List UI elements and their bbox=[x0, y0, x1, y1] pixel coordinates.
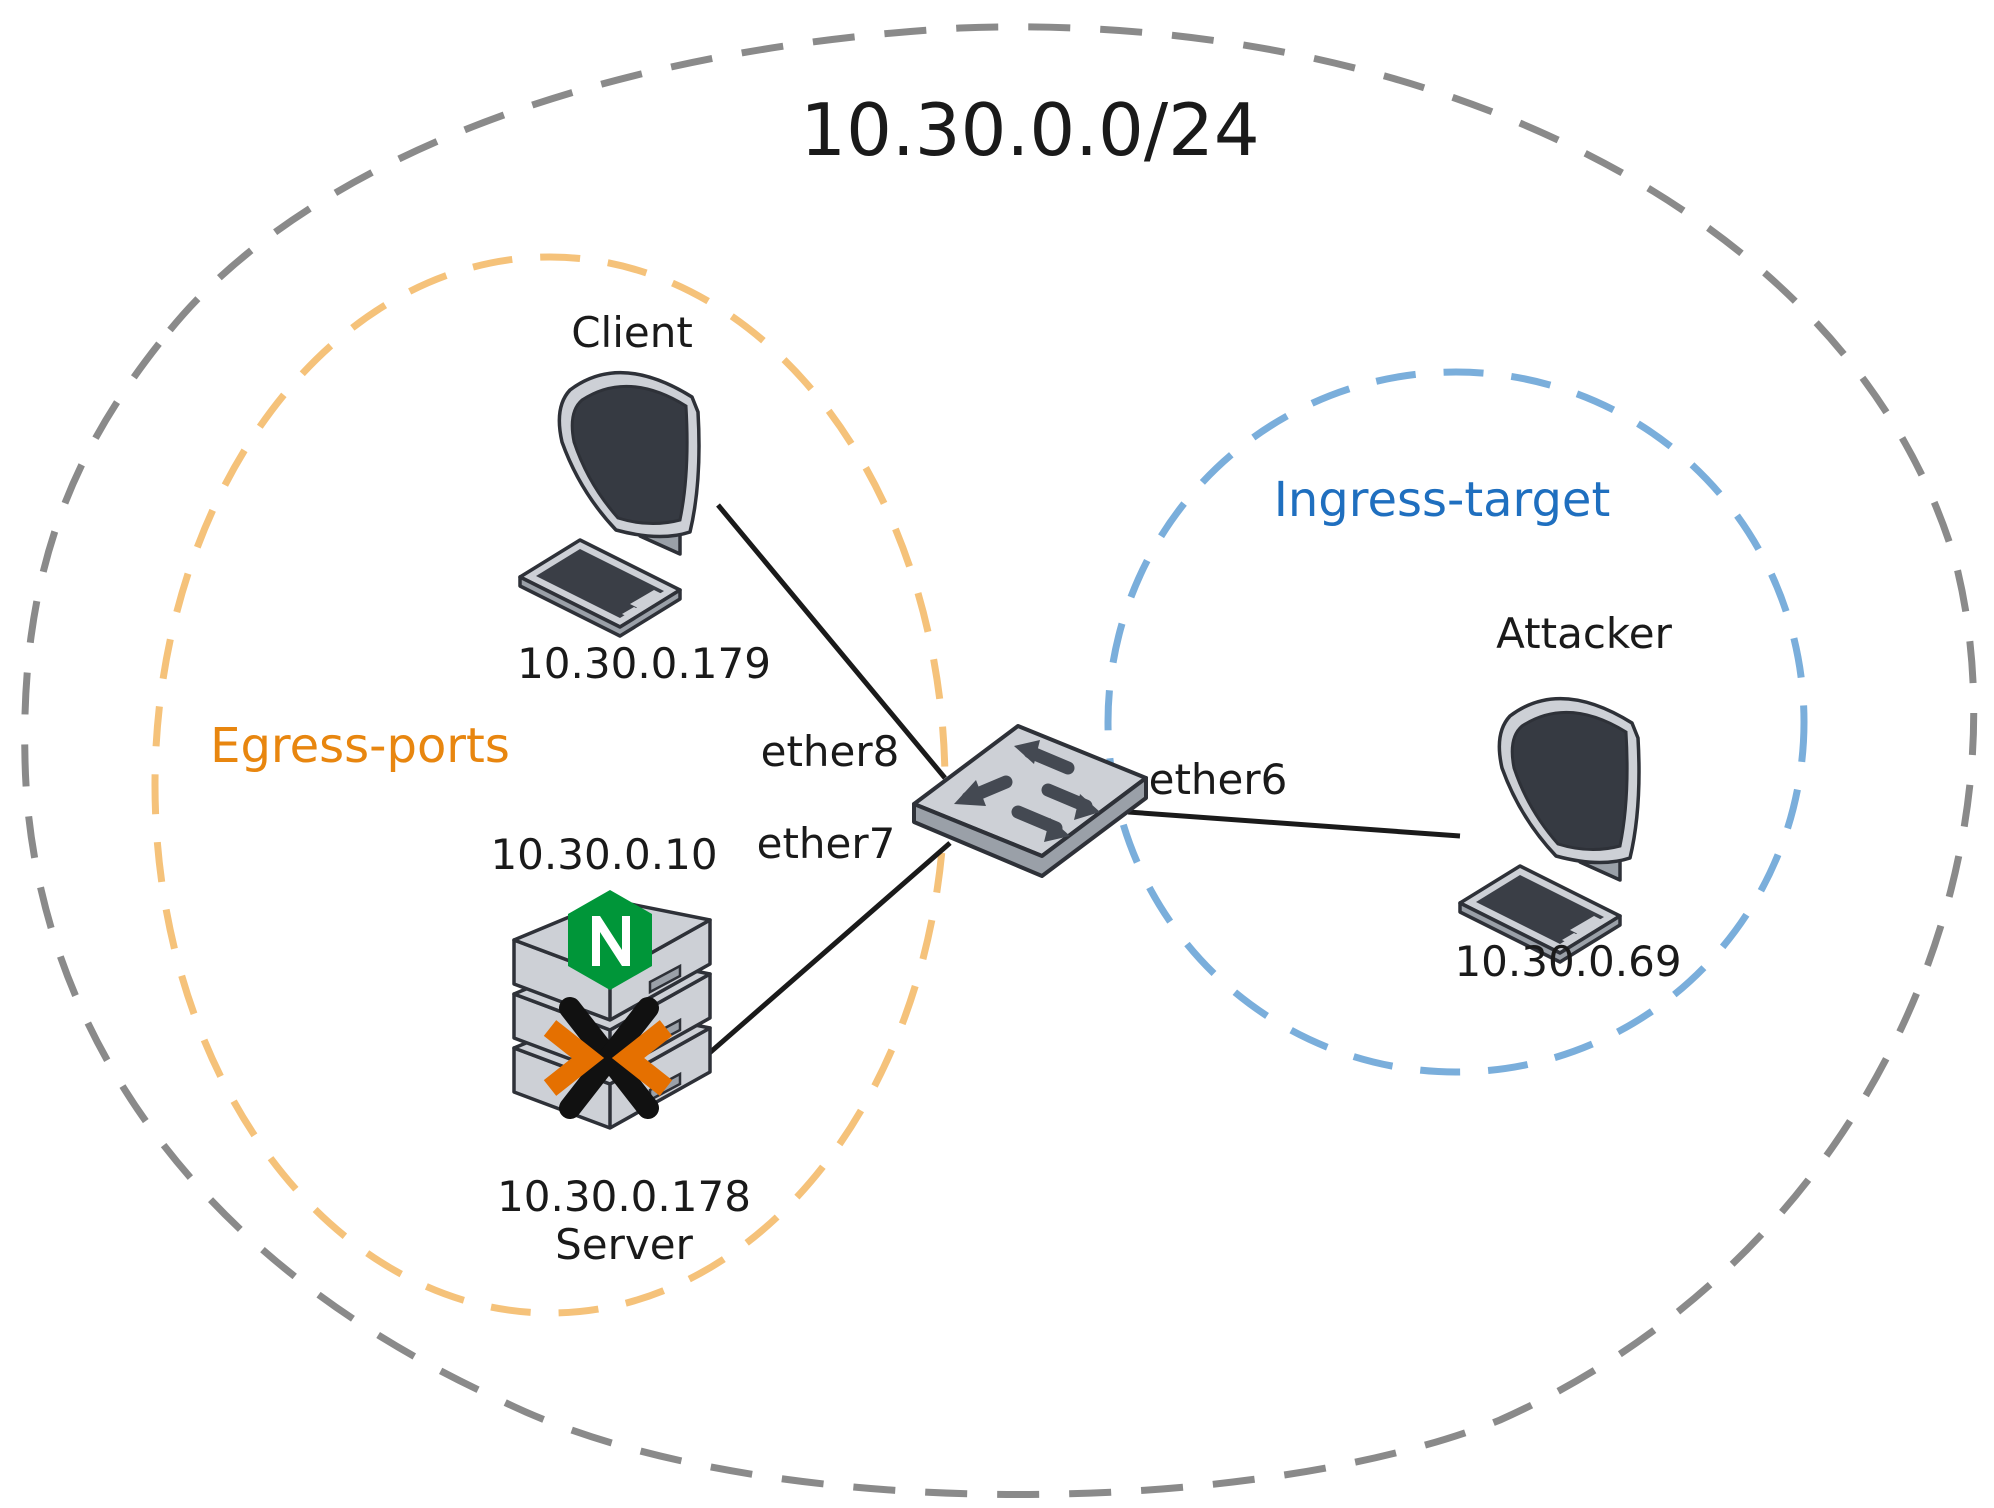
subnet-label: 10.30.0.0/24 bbox=[800, 88, 1260, 172]
workstation-icon bbox=[1458, 696, 1641, 964]
port-ether7-label: ether7 bbox=[756, 819, 896, 868]
server-secondary-ip-label: 10.30.0.10 bbox=[490, 830, 718, 879]
attacker-ip-label: 10.30.0.69 bbox=[1454, 937, 1682, 986]
port-ether6-label: ether6 bbox=[1148, 755, 1288, 804]
network-switch-icon bbox=[912, 724, 1148, 878]
egress-zone-boundary bbox=[151, 253, 949, 1317]
port-ether8-label: ether8 bbox=[760, 727, 900, 776]
attacker-name-label: Attacker bbox=[1496, 609, 1672, 658]
client-ip-label: 10.30.0.179 bbox=[517, 639, 771, 688]
server-ip-label: 10.30.0.178 bbox=[497, 1172, 751, 1221]
egress-zone-label: Egress-ports bbox=[210, 718, 510, 774]
link-server-switch bbox=[704, 841, 952, 1058]
ingress-zone-boundary bbox=[1104, 368, 1808, 1076]
link-client-switch bbox=[716, 503, 947, 780]
nginx-logo-icon bbox=[568, 890, 652, 990]
link-switch-attacker bbox=[1127, 809, 1461, 839]
server-name-label: Server bbox=[555, 1220, 693, 1269]
workstation-icon bbox=[518, 370, 701, 638]
client-name-label: Client bbox=[571, 308, 693, 357]
proxmox-logo-icon bbox=[543, 997, 673, 1119]
subnet-boundary bbox=[21, 23, 1978, 1498]
ingress-zone-label: Ingress-target bbox=[1273, 472, 1611, 528]
